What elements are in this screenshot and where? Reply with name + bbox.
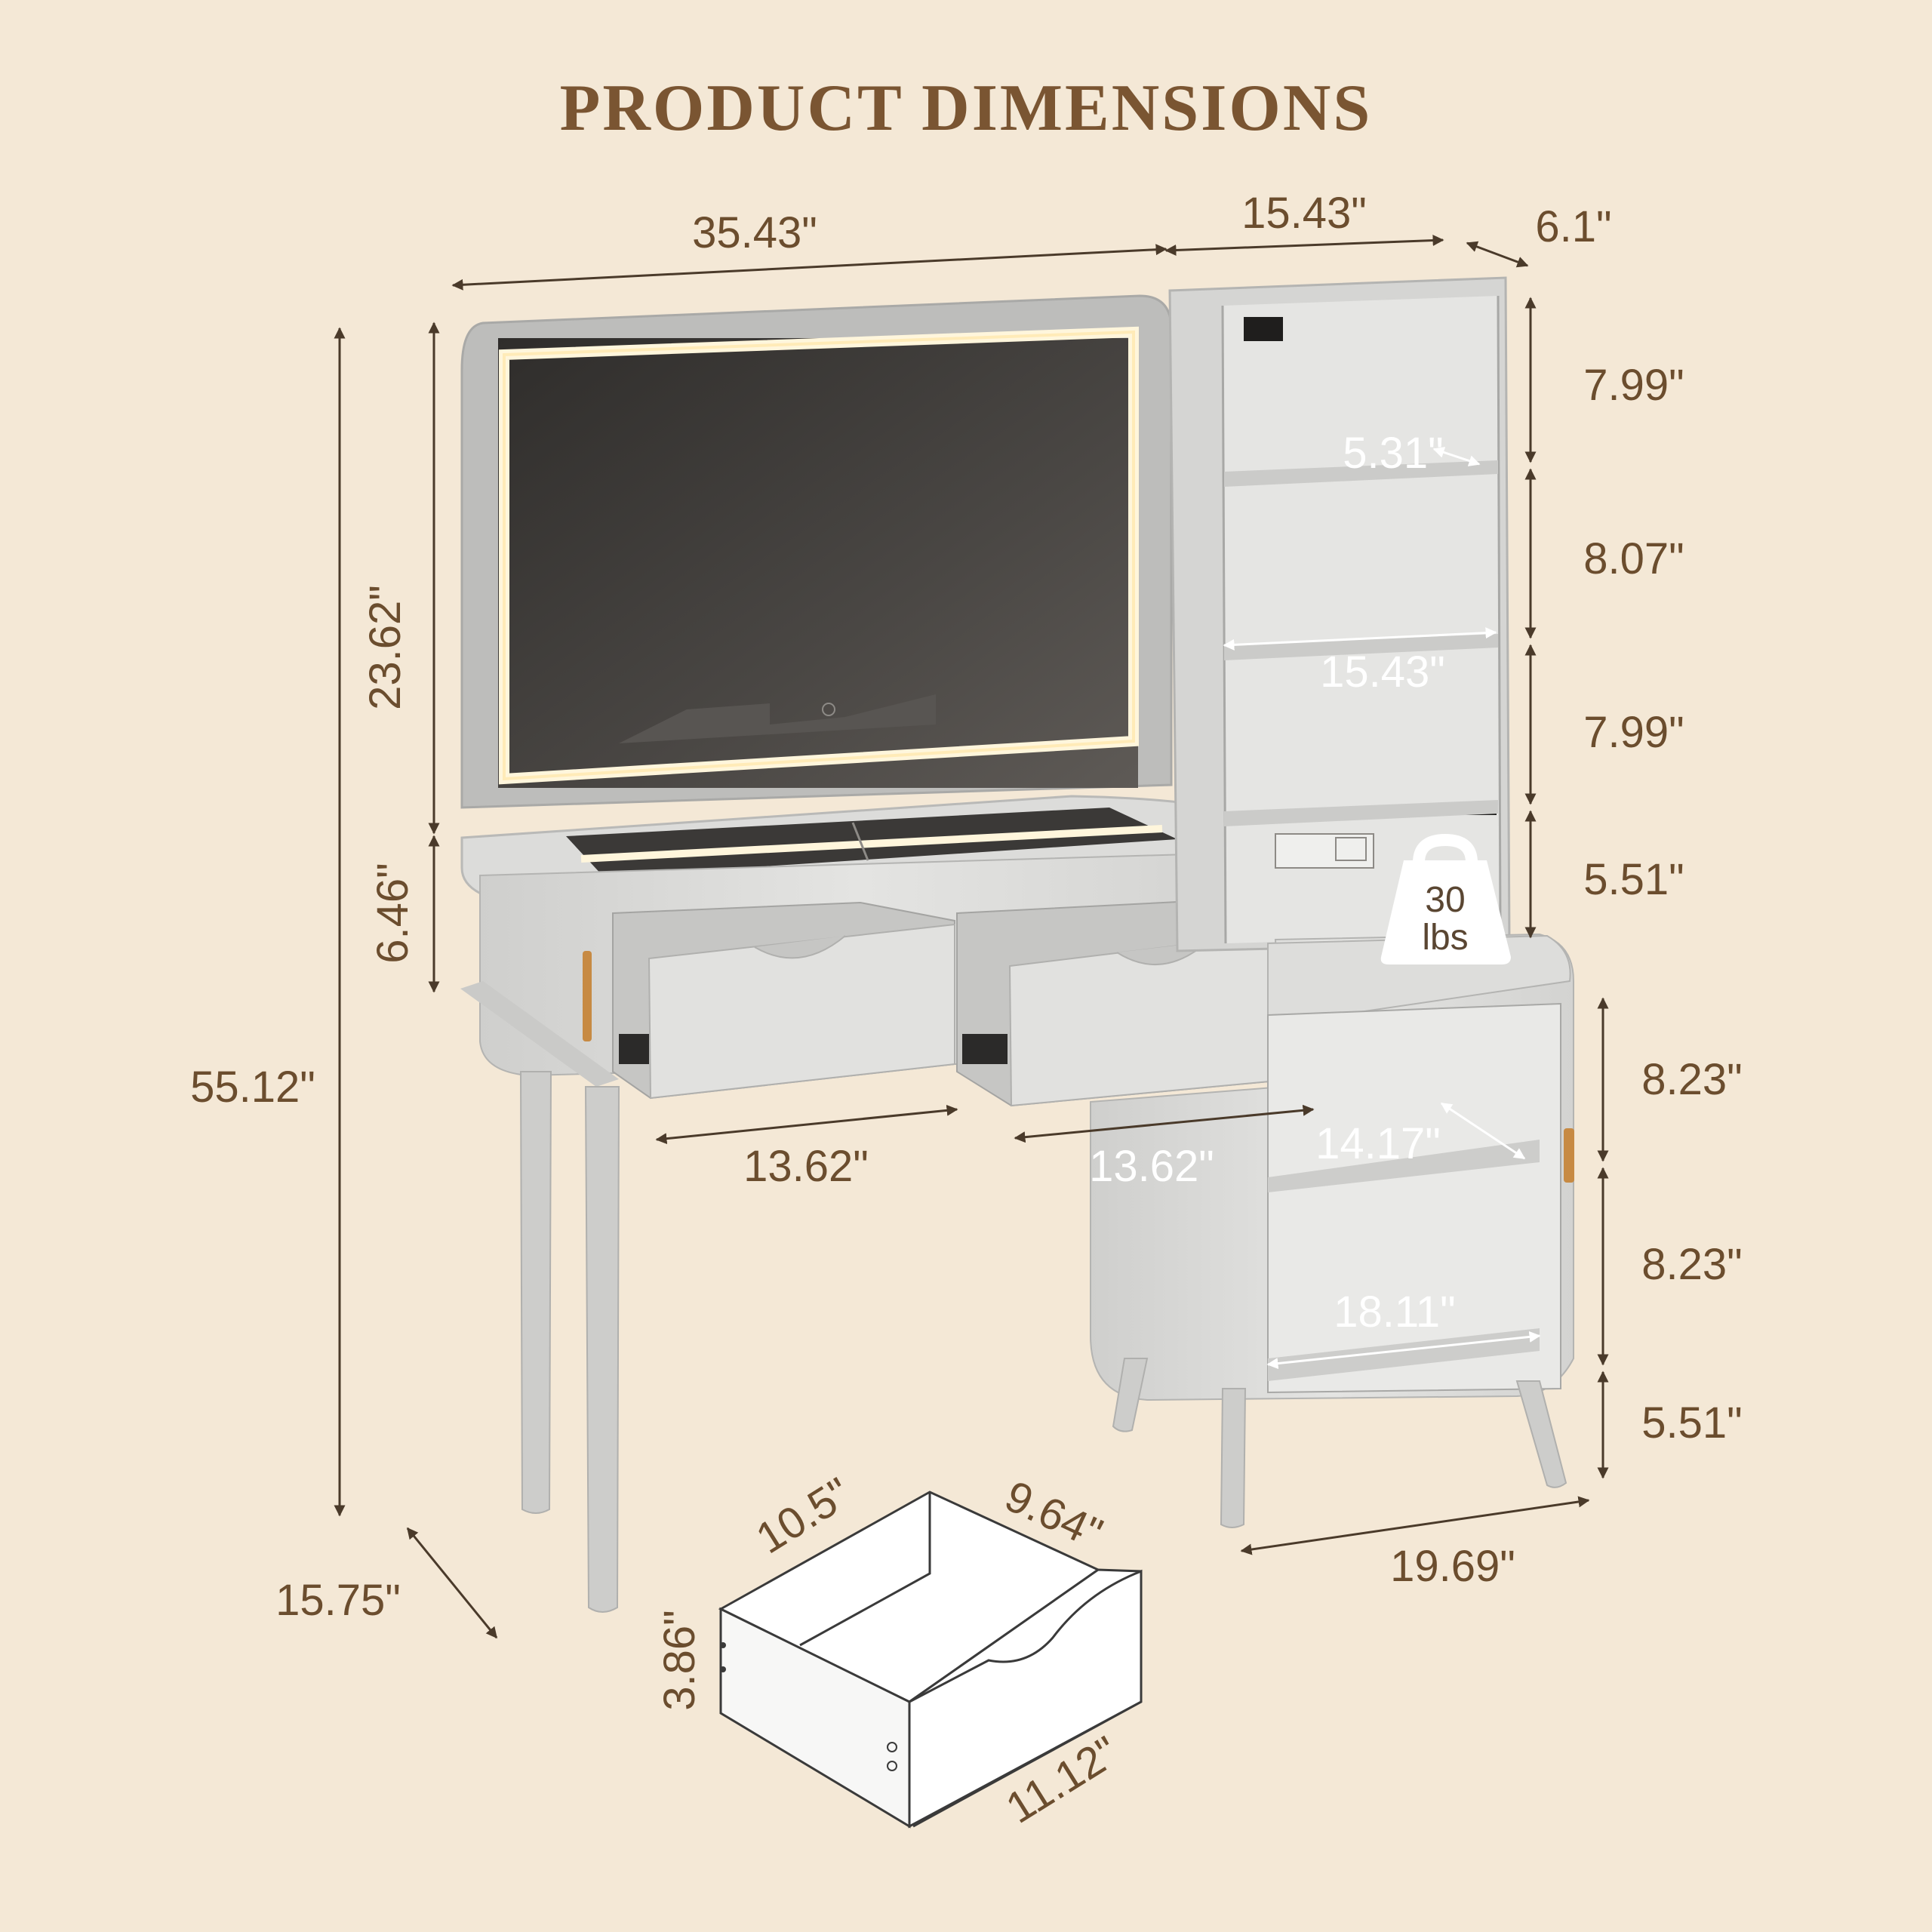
cabinet-handle (1564, 1128, 1574, 1183)
label-shelf-height-1: 7.99" (1583, 361, 1684, 410)
label-lower-shelf-width: 18.11" (1334, 1287, 1455, 1337)
drawer-detail (718, 1491, 1143, 1829)
drawer-handle (583, 951, 592, 1041)
label-shelf-height-4: 5.51" (1583, 855, 1684, 904)
label-shelf-height-3: 7.99" (1583, 708, 1684, 757)
touch-button-icon (822, 703, 835, 716)
weight-value: 30 (1425, 880, 1465, 920)
label-shelf-width: 15.43" (1320, 648, 1445, 697)
label-table-depth: 15.75" (275, 1576, 401, 1625)
vanity-illustration: 30 lbs (460, 276, 1574, 1829)
label-cabinet-depth: 6.1" (1535, 202, 1611, 251)
label-lower-leg-height: 5.51" (1641, 1398, 1742, 1447)
label-lower-cabinet-width: 19.69" (1390, 1542, 1515, 1591)
label-overall-width: 35.43" (692, 208, 817, 257)
usb-port-icon (1335, 837, 1367, 861)
desk-legs (519, 1071, 620, 1613)
label-cabinet-width-top: 15.43" (1241, 189, 1367, 238)
drawer-right (956, 898, 1310, 1107)
page-title: PRODUCT DIMENSIONS (560, 72, 1373, 145)
mirror (460, 294, 1173, 809)
label-drawer-width-left: 13.62" (743, 1142, 869, 1191)
shelf-tower (1168, 276, 1511, 952)
label-shelf-height-2: 8.07" (1583, 534, 1684, 583)
drawer-left (612, 901, 955, 1100)
label-drawer-width-right: 13.62" (1089, 1142, 1214, 1191)
label-lower-shelf-height-2: 8.23" (1641, 1240, 1742, 1289)
label-lower-shelf-depth: 14.17" (1315, 1119, 1441, 1168)
label-drawer-section-height: 6.46" (368, 863, 417, 963)
label-drawer-height: 3.86" (655, 1610, 704, 1710)
weight-icon (1380, 860, 1511, 964)
label-mirror-height: 23.62" (361, 585, 410, 710)
label-overall-height: 55.12" (190, 1063, 315, 1112)
label-shelf-depth: 5.31" (1343, 429, 1443, 478)
weight-unit: lbs (1422, 918, 1468, 958)
label-lower-shelf-height-1: 8.23" (1641, 1055, 1742, 1104)
weight-badge: 30 lbs (1380, 833, 1511, 964)
dimension-lines (334, 235, 1609, 1639)
